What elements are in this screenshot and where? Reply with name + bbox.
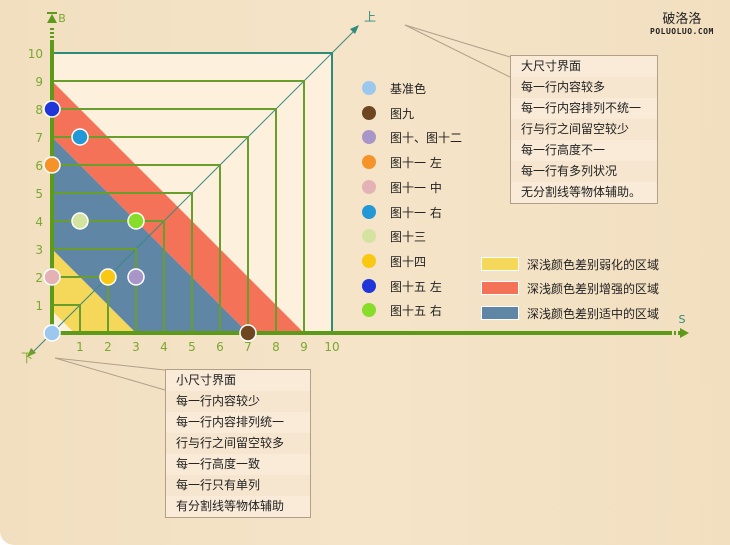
legend-label: 图十四 [390,254,427,269]
callout-line-text: 每一行内容排列统一 [166,412,310,433]
large-interface-callout: 大尺寸界面每一行内容较多每一行内容排列不统一行与行之间留空较少每一行高度不一每一… [510,55,658,204]
x-axis-label: S [679,313,686,326]
point-marker-2 [127,268,145,286]
callout-line [54,357,166,371]
point-marker-0 [43,324,61,342]
level-square-6 [52,164,221,333]
legend-label: 图十五 右 [390,304,442,319]
callout-line-text: 每一行高度不一 [511,140,657,161]
legend-dot [362,105,376,120]
callout-line-text: 每一行有多列状况 [521,164,618,178]
callout-line [54,357,166,391]
level-square-5 [52,192,193,333]
callout-line-text: 有分割线等物体辅助 [166,496,310,517]
small-interface-callout: 小尺寸界面每一行内容较少每一行内容排列统一行与行之间留空较多每一行高度一致每一行… [165,369,311,518]
y-tick-label: 4 [35,215,43,229]
x-tick-label: 10 [324,340,339,354]
callout-line-text: 每一行内容较多 [521,80,606,94]
diagonal-line [29,27,358,356]
legend-label: 图十五 左 [390,279,442,294]
legend-dot [362,179,376,194]
x-tick-label: 8 [272,340,280,354]
region-label: 深浅颜色差别适中的区域 [527,306,660,321]
y-tick-label: 10 [28,47,43,61]
point-marker-3 [43,156,61,174]
region-label: 深浅颜色差别弱化的区域 [527,258,660,272]
callout-line-text: 行与行之间留空较多 [176,436,285,450]
legend-dot [362,303,376,318]
callout-line-text: 行与行之间留空较少 [521,122,630,136]
x-tick-label: 4 [160,340,168,354]
level-square-4 [52,220,165,333]
legend-label: 图十三 [390,230,427,245]
y-tick-label: 9 [35,75,43,89]
legend-dot [362,229,376,244]
x-tick-label: 3 [132,340,140,354]
legend-label: 基准色 [390,82,427,96]
y-tick-label: 8 [35,103,43,117]
region-label: 深浅颜色差别增强的区域 [527,282,660,297]
legend-label: 图十一 中 [390,180,442,195]
legend-label: 图十一 右 [390,205,442,220]
y-arrow-icon [47,14,57,23]
level-square-10 [52,52,333,333]
point-marker-5 [71,128,89,146]
legend-label: 图十一 左 [390,156,442,171]
diag-up-label: 上 [364,10,376,24]
logo-name: 破洛洛 [662,12,702,27]
legend-dot [362,204,376,219]
level-square-1 [52,304,81,333]
y-tick-label: 2 [35,271,43,285]
x-arrow-icon [680,328,689,338]
logo: 破洛洛 POLUOLUO.COM [650,8,714,36]
x-tick-label: 1 [76,340,84,354]
x-tick-label: 5 [188,340,196,354]
legend-dot [362,278,376,293]
legend-dot [362,81,376,95]
x-tick-label: 9 [300,340,308,354]
legend-dot [362,130,376,145]
callout-line-text: 小尺寸界面 [166,370,310,391]
level-square-8 [52,108,277,333]
legend-dot [362,253,376,268]
point-marker-8 [43,100,61,118]
x-tick-label: 7 [244,340,252,354]
arrow-up-icon [350,25,359,34]
callout-line-text: 每一行高度一致 [166,454,310,475]
legend-dot [362,155,376,170]
y-tick-label: 6 [35,159,43,173]
point-marker-1 [239,324,257,342]
y-tick-label: 5 [35,187,43,201]
level-square-3 [52,248,137,333]
callout-line [404,24,511,78]
callout-line-text: 大尺寸界面 [511,56,657,77]
legend-label: 图十、图十二 [390,131,463,146]
y-tick-label: 7 [35,131,43,145]
logo-url: POLUOLUO.COM [650,27,714,36]
point-marker-4 [43,268,61,286]
callout-line-text: 无分割线等物体辅助。 [511,182,657,203]
region-swatch [481,257,519,271]
callout-line [404,24,511,58]
level-square-9 [52,80,305,333]
point-marker-6 [71,212,89,230]
y-tick-label: 3 [35,243,43,257]
region-swatch [481,305,519,320]
region-swatch [481,281,519,296]
diag-down-label: 下 [21,351,33,365]
y-axis-label: B [58,12,66,25]
callout-line-text: 每一行只有单列 [176,478,261,492]
y-tick-label: 1 [35,299,43,313]
x-tick-label: 2 [104,340,112,354]
callout-line-text: 每一行内容较少 [176,394,261,408]
arrow-down-icon [27,348,36,357]
level-square-7 [52,136,249,333]
x-tick-label: 6 [216,340,224,354]
callout-line-text: 每一行内容排列不统一 [511,98,657,119]
legend-label: 图九 [390,106,415,121]
point-marker-7 [99,268,117,286]
point-marker-9 [127,212,145,230]
